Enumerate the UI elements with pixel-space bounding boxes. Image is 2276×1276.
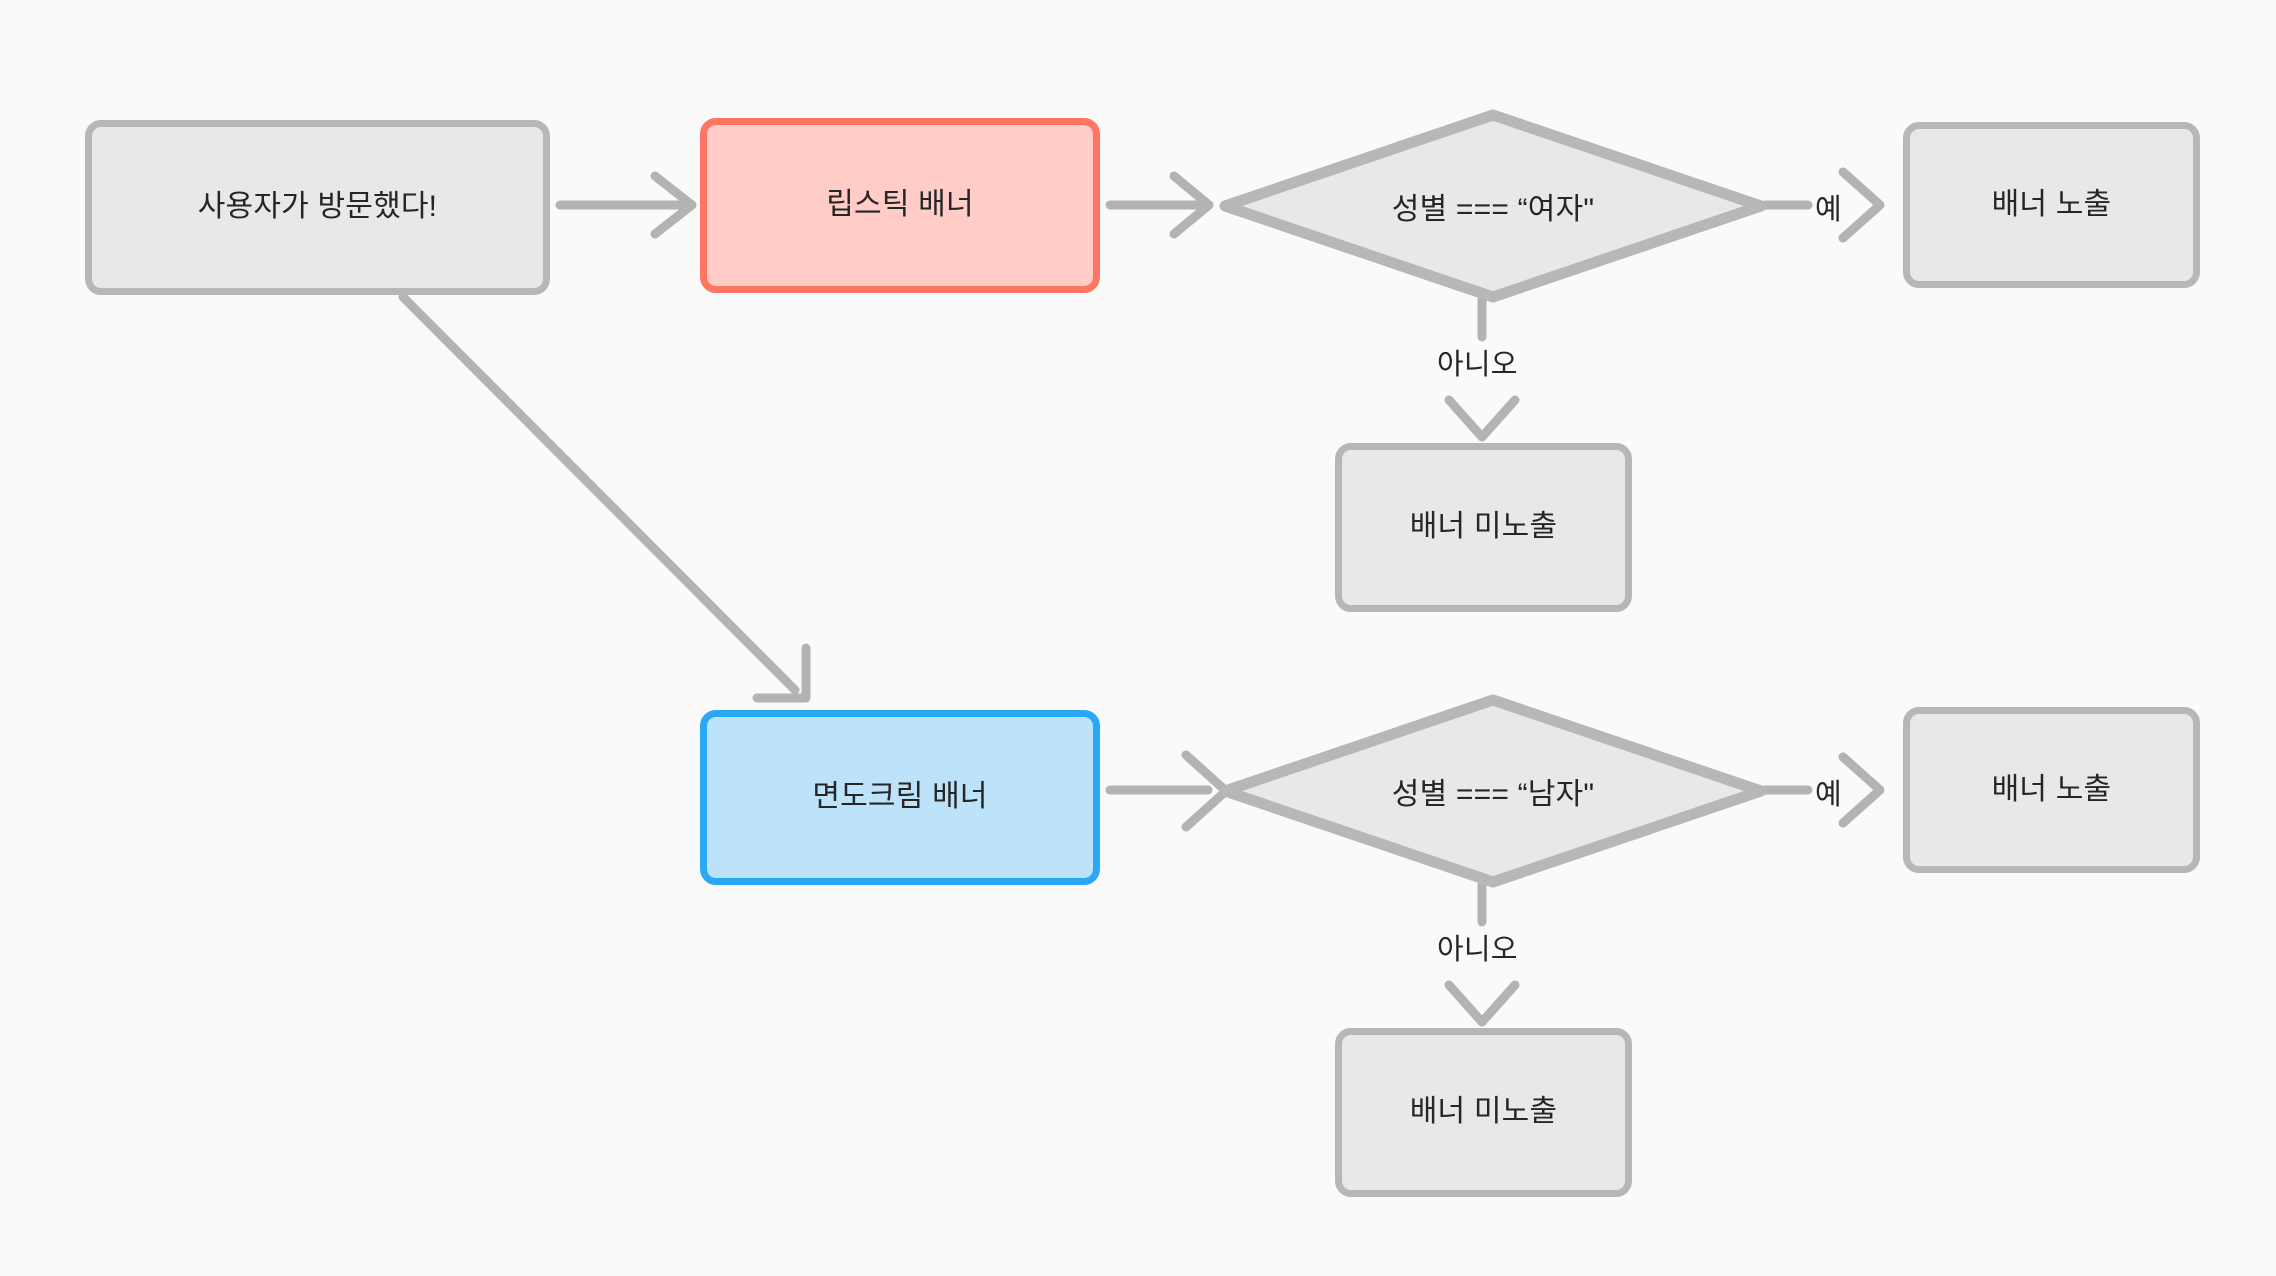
node-hide-banner-male-label: 배너 미노출 xyxy=(1409,1095,1558,1129)
node-lipstick-banner[interactable]: 립스틱 배너 xyxy=(700,118,1100,293)
edge-label-male-no: 아니오 xyxy=(1437,934,1518,966)
node-condition-male-label: 성별 === “남자" xyxy=(1391,778,1595,811)
node-show-banner-female-label: 배너 노출 xyxy=(1991,187,2112,221)
edge-male-yes-head xyxy=(1838,752,1885,828)
edge-male-no-head xyxy=(1444,980,1520,1027)
node-lipstick-banner-label: 립스틱 배너 xyxy=(826,188,974,222)
edge-label-female-no: 아니오 xyxy=(1437,349,1518,381)
edge-lipstick-to-condition-head xyxy=(1169,171,1214,239)
diamond-shape-male xyxy=(1219,694,1767,888)
edge-start-to-lipstick-head xyxy=(650,171,697,239)
edge-start-to-shaving-head xyxy=(752,643,811,703)
node-condition-female-label: 성별 === “여자" xyxy=(1391,193,1595,226)
node-hide-banner-male[interactable]: 배너 미노출 xyxy=(1335,1028,1632,1197)
edge-label-male-yes: 예 xyxy=(1815,779,1842,811)
node-show-banner-male[interactable]: 배너 노출 xyxy=(1903,707,2200,873)
edge-start-to-shaving xyxy=(398,292,800,695)
node-hide-banner-female[interactable]: 배너 미노출 xyxy=(1335,443,1632,612)
node-show-banner-male-label: 배너 노출 xyxy=(1991,772,2112,806)
edge-female-no-head xyxy=(1444,395,1520,442)
node-hide-banner-female-label: 배너 미노출 xyxy=(1409,510,1558,544)
node-start[interactable]: 사용자가 방문했다! xyxy=(85,120,550,295)
node-start-label: 사용자가 방문했다! xyxy=(197,190,438,224)
node-show-banner-female[interactable]: 배너 노출 xyxy=(1903,122,2200,288)
diamond-shape-female xyxy=(1219,109,1767,303)
node-shaving-banner[interactable]: 면도크림 배너 xyxy=(700,710,1100,885)
edge-female-yes-head xyxy=(1838,167,1885,243)
node-condition-female[interactable]: 성별 === “여자" xyxy=(1218,108,1768,304)
edge-label-female-yes: 예 xyxy=(1815,194,1842,226)
node-shaving-banner-label: 면도크림 배너 xyxy=(812,780,988,814)
node-condition-male[interactable]: 성별 === “남자" xyxy=(1218,693,1768,889)
